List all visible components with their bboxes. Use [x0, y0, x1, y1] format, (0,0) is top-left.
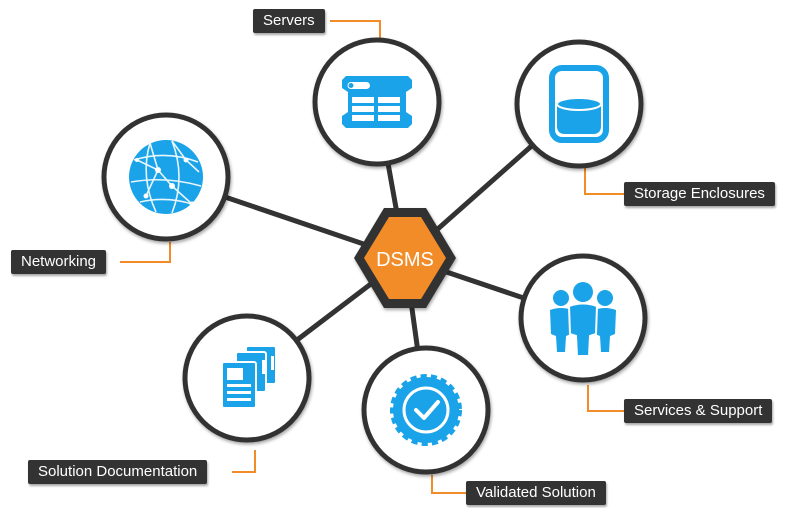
- storage-cylinder-icon: [549, 65, 609, 143]
- connector-networking: [120, 242, 171, 263]
- people-group-icon: [550, 282, 616, 357]
- label-documentation: Solution Documentation: [28, 460, 208, 484]
- globe-network-icon: [129, 140, 203, 214]
- connector-storage: [584, 160, 628, 195]
- label-servers: Servers: [253, 9, 325, 33]
- label-validated: Validated Solution: [466, 481, 606, 505]
- connector-validated: [431, 475, 466, 494]
- connector-services: [587, 385, 628, 412]
- server-rack-icon: [342, 76, 412, 128]
- hub-hexagon: DSMS: [354, 208, 456, 308]
- hub-label: DSMS: [376, 249, 434, 271]
- label-services: Services & Support: [624, 399, 773, 423]
- connector-servers: [330, 20, 381, 38]
- label-storage: Storage Enclosures: [624, 182, 775, 206]
- documents-icon: [221, 345, 277, 409]
- check-badge-icon: [390, 374, 462, 446]
- connector-documentation: [232, 450, 256, 473]
- label-networking: Networking: [11, 250, 107, 274]
- label-connectors: [120, 20, 628, 494]
